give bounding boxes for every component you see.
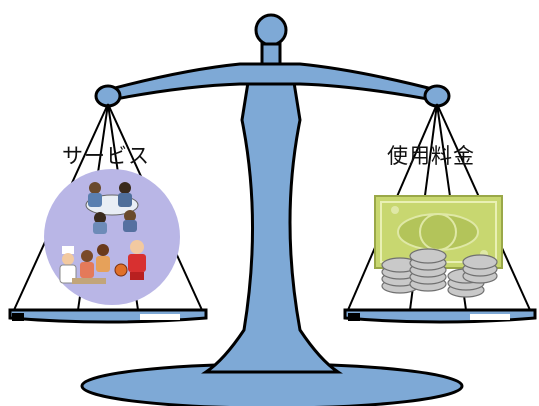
left-pan-shade	[12, 313, 24, 321]
right-pan-shade	[348, 313, 360, 321]
right-pan-highlight	[470, 314, 510, 320]
people-service-illustration	[44, 169, 180, 305]
left-pan-highlight	[140, 314, 180, 320]
scale-column	[201, 68, 343, 374]
beam-end-right	[423, 84, 451, 108]
money-illustration	[374, 195, 503, 298]
beam-end-left	[94, 84, 122, 108]
right-pan-label: 使用料金	[387, 144, 475, 168]
scale-top-knob	[254, 13, 288, 47]
left-pan-label: サービス	[62, 144, 150, 168]
